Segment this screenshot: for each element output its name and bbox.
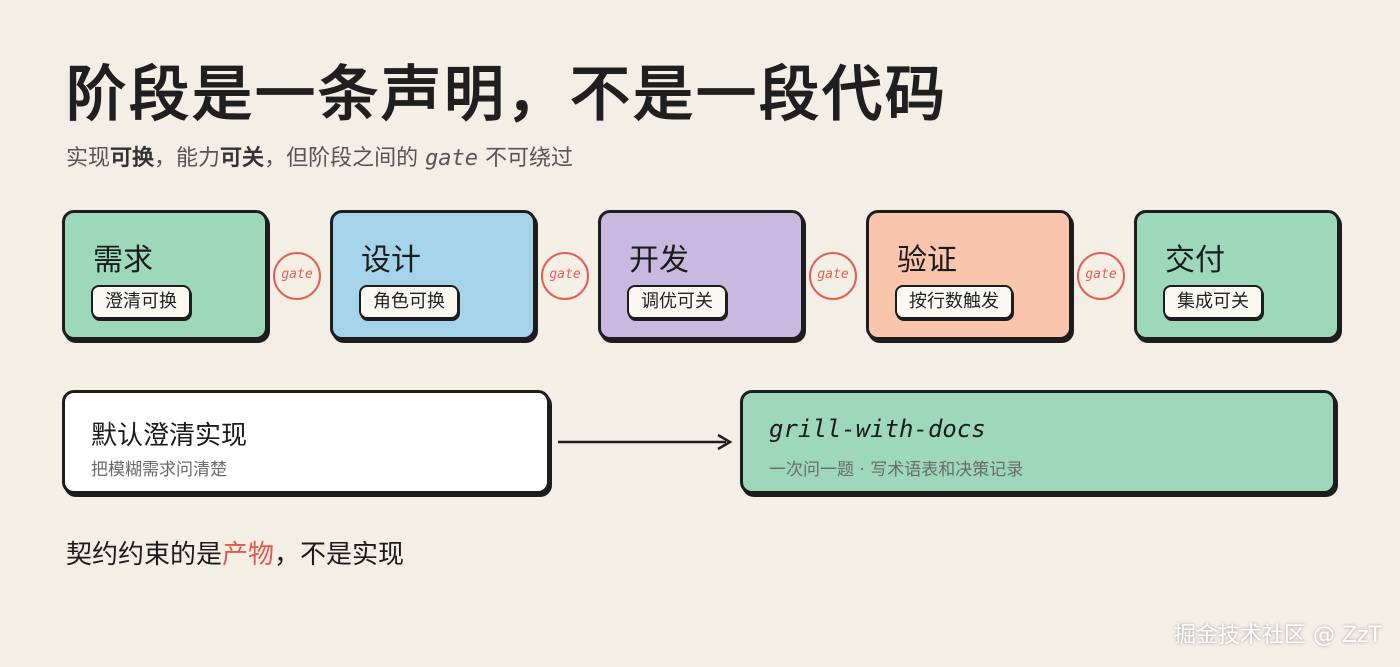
subtitle-emphasis: 可关	[220, 146, 265, 171]
subtitle-text: ，能力	[154, 146, 221, 171]
stage-name: 验证	[897, 243, 957, 278]
arrow-icon	[558, 433, 733, 451]
watermark: 掘金技术社区 @ ZzT	[1173, 623, 1382, 648]
stage-tag: 调优可关	[627, 285, 727, 319]
gate-icon: gate	[273, 252, 321, 300]
stage-tag: 角色可换	[359, 285, 459, 319]
stage-card-requirements: 需求 澄清可换	[62, 210, 268, 340]
subtitle-text: 实现	[66, 146, 111, 171]
subtitle-text: ，但阶段之间的	[264, 146, 426, 171]
gate-icon: gate	[541, 252, 589, 300]
stage-name: 设计	[361, 243, 421, 278]
box-title: grill-with-docs	[769, 415, 986, 443]
gate-icon: gate	[809, 252, 857, 300]
alternative-implementation-box: grill-with-docs 一次问一题 · 写术语表和决策记录	[740, 390, 1336, 494]
box-title: 默认澄清实现	[91, 421, 248, 451]
footer-statement: 契约约束的是产物，不是实现	[66, 534, 404, 571]
stage-card-design: 设计 角色可换	[330, 210, 536, 340]
page-subtitle: 实现可换，能力可关，但阶段之间的 gate 不可绕过	[66, 140, 573, 172]
default-implementation-box: 默认澄清实现 把模糊需求问清楚	[62, 390, 550, 494]
box-subtitle: 一次问一题 · 写术语表和决策记录	[769, 460, 1024, 480]
stage-card-development: 开发 调优可关	[598, 210, 804, 340]
footer-text: 契约约束的是	[66, 540, 223, 570]
stage-card-verification: 验证 按行数触发	[866, 210, 1072, 340]
stage-tag: 澄清可换	[91, 285, 191, 319]
page-title: 阶段是一条声明，不是一段代码	[66, 60, 948, 130]
stage-name: 开发	[629, 243, 689, 278]
footer-accent: 产物	[222, 540, 275, 570]
subtitle-text: 不可绕过	[478, 146, 574, 171]
gate-icon: gate	[1077, 252, 1125, 300]
subtitle-emphasis: 可换	[110, 146, 155, 171]
footer-text: ，不是实现	[274, 540, 405, 570]
stage-card-delivery: 交付 集成可关	[1134, 210, 1340, 340]
box-subtitle: 把模糊需求问清楚	[91, 460, 227, 480]
stage-tag: 集成可关	[1163, 285, 1263, 319]
subtitle-gate-word: gate	[425, 146, 479, 171]
stage-tag: 按行数触发	[895, 285, 1013, 319]
stage-name: 需求	[93, 243, 153, 278]
stage-name: 交付	[1165, 243, 1225, 278]
